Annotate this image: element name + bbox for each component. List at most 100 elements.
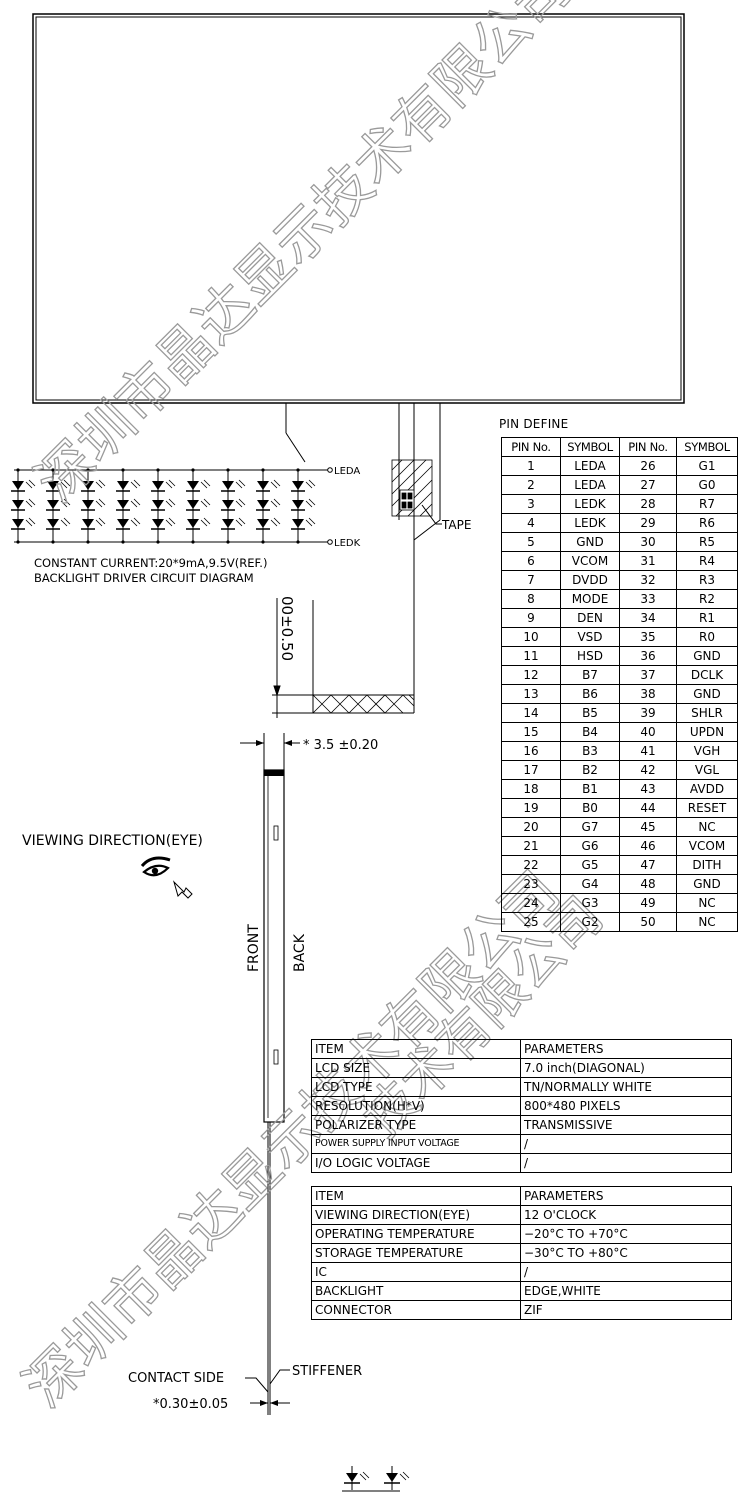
connector-block [391, 459, 433, 517]
pin-number: 2 [501, 475, 561, 495]
parameter-item: OPERATING TEMPERATURE [311, 1224, 521, 1244]
pin-number: 32 [619, 570, 677, 590]
parameter-item: VIEWING DIRECTION(EYE) [311, 1205, 521, 1225]
pin-number: 20 [501, 817, 561, 837]
fpc-dimension-label: 00±0.50 [278, 596, 296, 661]
led-diode [12, 500, 24, 509]
pin-symbol: B4 [560, 722, 620, 742]
pin-number: 16 [501, 741, 561, 761]
fpc-thickness-label: *0.30±0.05 [153, 1397, 228, 1412]
pin-symbol: VCOM [560, 551, 620, 571]
parameter-item: POLARIZER TYPE [311, 1115, 521, 1135]
pin-number: 28 [619, 494, 677, 514]
led-diode [12, 519, 24, 528]
led-diode [257, 481, 269, 490]
pin-symbol: R1 [676, 608, 738, 628]
parameter-value: / [520, 1153, 732, 1173]
stiffener-hatch [312, 694, 415, 714]
led-diode [257, 519, 269, 528]
pin-symbol: R4 [676, 551, 738, 571]
pin-number: 23 [501, 874, 561, 894]
pin-symbol: G3 [560, 893, 620, 913]
led-diode [257, 500, 269, 509]
pin-symbol: B1 [560, 779, 620, 799]
pin-symbol: G5 [560, 855, 620, 875]
pin-number: 13 [501, 684, 561, 704]
pin-number: 45 [619, 817, 677, 837]
leda-label: LEDA [334, 466, 360, 477]
eye-icon [140, 856, 193, 899]
pin-symbol: LEDK [560, 513, 620, 533]
header-symbol: SYMBOL [560, 437, 620, 457]
parameter-item: LCD SIZE [311, 1058, 521, 1078]
pin-symbol: GND [560, 532, 620, 552]
pin-number: 5 [501, 532, 561, 552]
parameter-item: LCD TYPE [311, 1077, 521, 1097]
led-diode [152, 500, 164, 509]
pin-number: 41 [619, 741, 677, 761]
led-diode [82, 481, 94, 490]
led-diode [292, 519, 304, 528]
parameter-value: 7.0 inch(DIAGONAL) [520, 1058, 732, 1078]
parameter-item: ITEM [311, 1186, 521, 1206]
pin-number: 6 [501, 551, 561, 571]
pin-number: 27 [619, 475, 677, 495]
pin-number: 3 [501, 494, 561, 514]
pin-number: 21 [501, 836, 561, 856]
front-label: FRONT [246, 924, 262, 972]
pin-symbol: NC [676, 817, 738, 837]
pin-number: 44 [619, 798, 677, 818]
pin-symbol: DVDD [560, 570, 620, 590]
led-diode [117, 519, 129, 528]
fpc-outline [285, 403, 441, 714]
parameter-item: IC [311, 1262, 521, 1282]
header-pin-no: PIN No. [501, 437, 561, 457]
parameter-value: ZIF [520, 1300, 732, 1320]
pin-symbol: R3 [676, 570, 738, 590]
pin-symbol: LEDK [560, 494, 620, 514]
pin-symbol: B5 [560, 703, 620, 723]
led-diode [292, 481, 304, 490]
pin-number: 14 [501, 703, 561, 723]
pin-number: 7 [501, 570, 561, 590]
pin-symbol: R0 [676, 627, 738, 647]
led-diode [47, 519, 59, 528]
parameter-value: PARAMETERS [520, 1039, 732, 1059]
parameter-value: −20°C TO +70°C [520, 1224, 732, 1244]
pin-define-title: PIN DEFINE [499, 417, 569, 431]
pin-number: 37 [619, 665, 677, 685]
backlight-current-note: CONSTANT CURRENT:20*9mA,9.5V(REF.) [34, 556, 267, 570]
led-diode [12, 481, 24, 490]
pin-number: 25 [501, 912, 561, 932]
parameter-item: POWER SUPPLY INPUT VOLTAGE [311, 1134, 521, 1154]
pin-symbol: DITH [676, 855, 738, 875]
pin-number: 17 [501, 760, 561, 780]
led-diode [117, 500, 129, 509]
parameter-row: IC/ [311, 1262, 732, 1282]
pin-number: 8 [501, 589, 561, 609]
pin-symbol: R7 [676, 494, 738, 514]
pin-number: 42 [619, 760, 677, 780]
pin-symbol: HSD [560, 646, 620, 666]
back-label: BACK [292, 933, 308, 972]
pin-symbol: UPDN [676, 722, 738, 742]
parameter-row: I/O LOGIC VOLTAGE/ [311, 1153, 732, 1173]
backlight-diagram-title: BACKLIGHT DRIVER CIRCUIT DIAGRAM [34, 571, 254, 585]
pin-number: 26 [619, 456, 677, 476]
led-symbol-icons [342, 1466, 410, 1492]
pin-number: 49 [619, 893, 677, 913]
parameter-row: RESOLUTION(H*V)800*480 PIXELS [311, 1096, 732, 1116]
pin-symbol: GND [676, 684, 738, 704]
pin-symbol: NC [676, 893, 738, 913]
